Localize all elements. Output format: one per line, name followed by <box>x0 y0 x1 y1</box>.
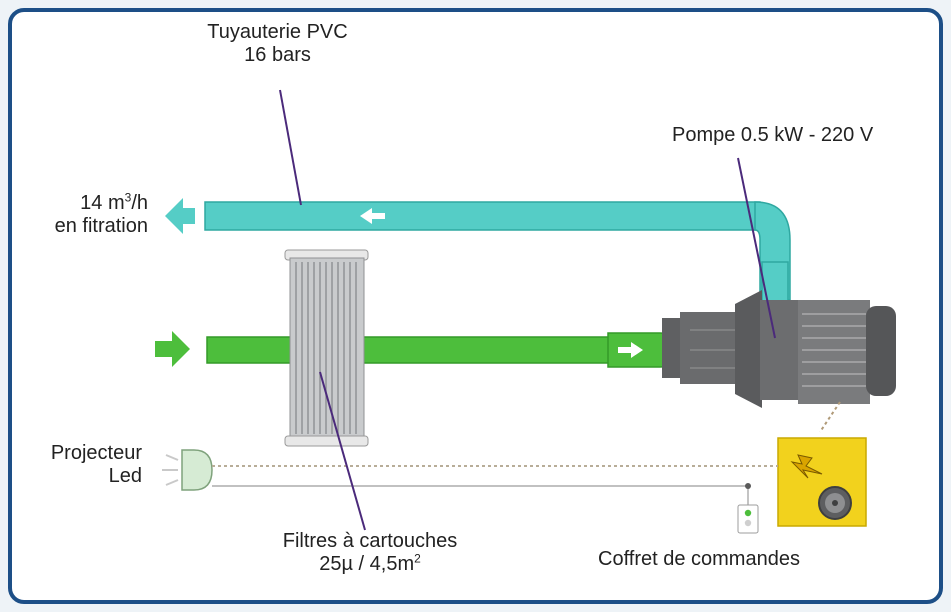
pump-leader-line <box>737 157 776 339</box>
cartridge-filter <box>284 249 369 447</box>
flow-rate-prefix: 14 m <box>80 192 125 214</box>
wire-junction <box>745 483 751 489</box>
pump-label: Pompe 0.5 kW - 220 V <box>672 124 874 146</box>
projector-label-line1: Projecteur <box>50 442 142 464</box>
control-box-label: Coffret de commandes <box>598 548 800 570</box>
led-projector <box>162 449 213 491</box>
flow-rate-suffix: /h <box>131 192 148 214</box>
pump <box>662 290 896 408</box>
leader-lines <box>279 89 776 531</box>
filter-leader-line <box>319 371 366 531</box>
filters-spec-sup: 2 <box>414 551 421 566</box>
lightning-icon <box>790 454 823 479</box>
pipe-leader-line <box>279 89 302 206</box>
pipe-label: Tuyauterie PVC 16 bars <box>190 21 365 67</box>
pump-cable <box>819 401 841 433</box>
pipe-label-line1: Tuyauterie PVC <box>207 21 348 43</box>
flow-rate-sup: 3 <box>124 190 132 205</box>
arrow-left-icon <box>360 208 385 224</box>
flow-in-arrow-icon <box>155 331 190 367</box>
filters-label-line1: Filtres à cartouches <box>282 530 458 552</box>
flow-rate-line1: 14 m3/h <box>20 190 148 215</box>
filters-label-line2: 25µ / 4,5m2 <box>255 551 485 576</box>
arrow-right-icon <box>618 342 643 358</box>
light-switch <box>737 504 759 534</box>
filters-spec: 25µ / 4,5m <box>319 553 415 575</box>
pipe-label-line2: 16 bars <box>244 44 311 66</box>
flow-rate-line2: en fitration <box>54 215 148 237</box>
flow-out-arrow-icon <box>165 198 195 234</box>
projector-label: Projecteur Led <box>20 442 142 488</box>
cyan-return-pipe <box>204 201 791 313</box>
filters-label: Filtres à cartouches 25µ / 4,5m2 <box>255 530 485 576</box>
control-box <box>777 437 867 527</box>
gauge-icon <box>818 486 852 520</box>
flow-rate-label: 14 m3/h en fitration <box>20 190 148 238</box>
projector-label-line2: Led <box>108 465 142 487</box>
green-inlet-pipe <box>206 332 681 368</box>
